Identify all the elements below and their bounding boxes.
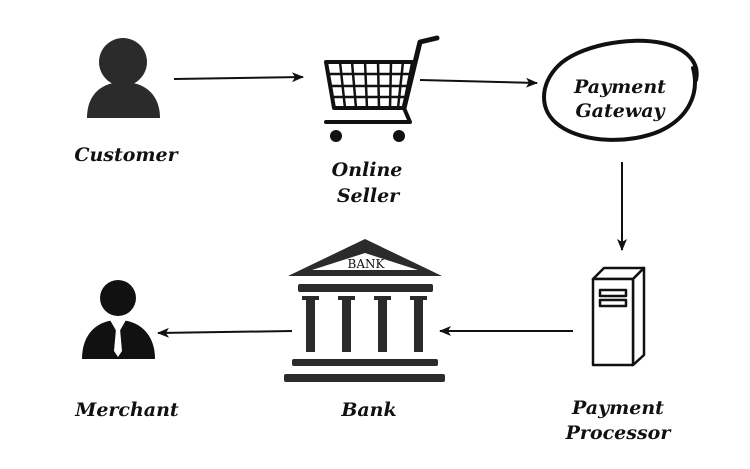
tie-icon [114,329,122,357]
payment-gateway-label-line2: Gateway [575,100,666,122]
shopping-cart-icon [324,35,440,124]
bank-sign: BANK [348,257,386,271]
payment-processor-label-line1: Payment [571,397,664,419]
merchant-label: Merchant [74,399,179,421]
bank-label: Bank [340,399,396,421]
arrow-customer-to-seller [173,72,304,83]
server-icon [591,266,646,367]
payment-processor-label-line2: Processor [565,422,673,444]
online-seller-label-line1: Online [332,159,403,181]
arrow-bank-to-merchant [157,327,293,338]
bank-building-icon [284,239,445,382]
customer-label: Customer [74,144,179,166]
online-seller-label-line2: Seller [337,185,401,207]
customer-icon [87,38,160,118]
merchant-icon [82,280,155,359]
payment-gateway-label-line1: Payment [573,76,666,98]
gateway-ellipse [542,38,699,142]
arrow-seller-to-gateway [419,77,538,88]
cart-wheels [330,130,405,142]
